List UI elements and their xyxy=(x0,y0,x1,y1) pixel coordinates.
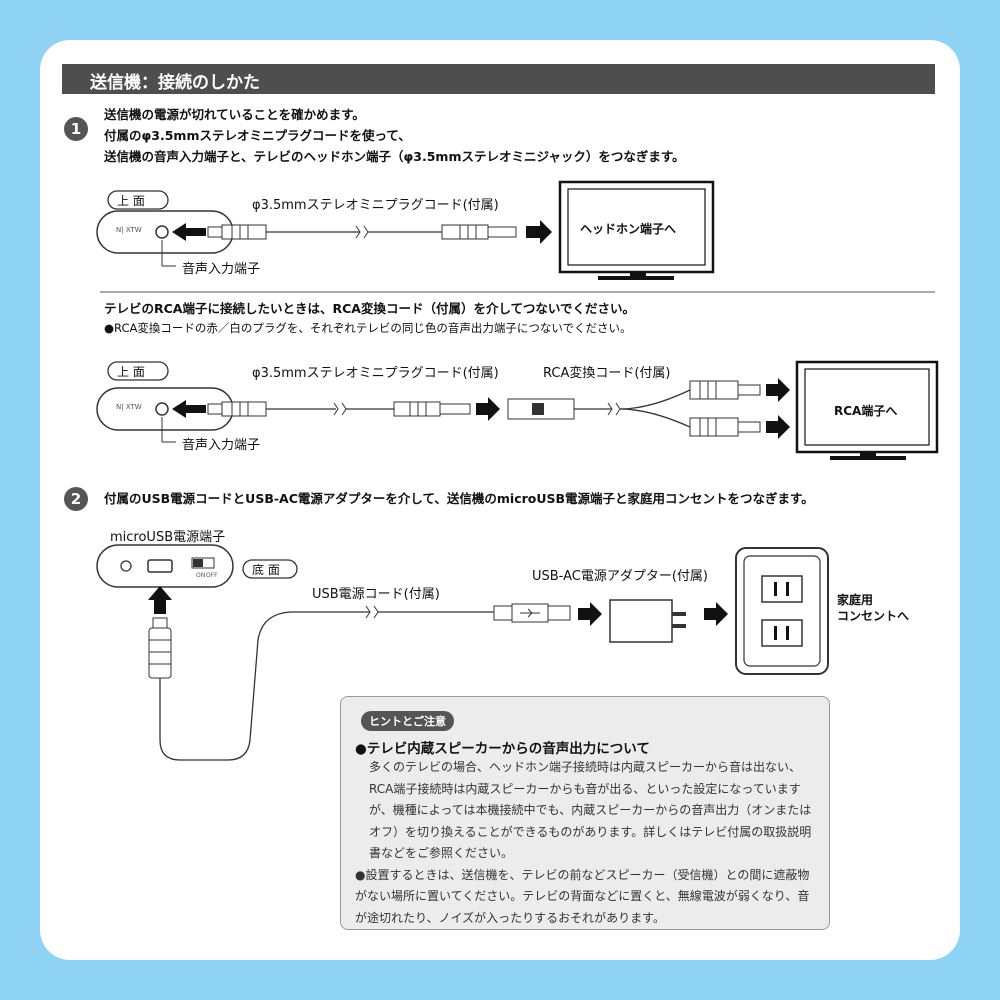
hint-paragraph-2: ●設置するときは、送信機を、テレビの前などスピーカー（受信機）との間に遮蔽物がな… xyxy=(355,867,810,925)
top-face-tag xyxy=(107,190,169,210)
right-arrow-icon-2 xyxy=(476,397,500,421)
audio-input-jack xyxy=(155,225,169,239)
left-arrow-icon xyxy=(172,223,206,241)
microusb-port xyxy=(147,559,173,573)
left-arrow-icon-2 xyxy=(172,400,206,418)
bottom-face-tag xyxy=(242,559,298,579)
switch-off-label: OFF xyxy=(206,572,218,579)
outlet-label-line-1: 家庭用 xyxy=(837,593,874,607)
rca-plug-white xyxy=(689,380,739,400)
cable-label: φ3.5mmステレオミニプラグコード(付属) xyxy=(252,198,499,213)
rca-heading: テレビのRCA端子に接続したいときは、RCA変換コード（付属）を介してつないでく… xyxy=(104,301,635,316)
right-arrow-icon-5 xyxy=(578,602,602,626)
step-2-badge: 2 xyxy=(64,487,88,511)
microusb-label: microUSB電源端子 xyxy=(110,530,226,545)
top-face-label-2: 上 面 xyxy=(117,365,145,379)
top-face-tag-2 xyxy=(107,361,169,381)
step-1-line-2: 付属のφ3.5mmステレオミニプラグコードを使って、 xyxy=(104,128,411,143)
outlet-label: 家庭用 コンセントへ xyxy=(837,592,909,624)
device-mark: N| XTW xyxy=(116,226,142,234)
adapter-label: USB-AC電源アダプター(付属) xyxy=(532,569,708,584)
usb-ac-adapter xyxy=(609,599,673,643)
cable-label-2: φ3.5mmステレオミニプラグコード(付属) xyxy=(252,366,499,381)
right-arrow-icon-4 xyxy=(766,415,790,439)
rca-plug-red xyxy=(689,417,739,437)
bottom-face-label: 底 面 xyxy=(252,563,280,577)
section-header: 送信機：接続のしかた xyxy=(62,64,935,94)
headphone-terminal-label: ヘッドホン端子へ xyxy=(580,222,677,236)
outlet-label-line-2: コンセントへ xyxy=(837,609,910,623)
usb-cable-label: USB電源コード(付属) xyxy=(312,587,440,602)
audio-input-label-2: 音声入力端子 xyxy=(182,438,261,453)
step-2-text: 付属のUSB電源コードとUSB-AC電源アダプターを介して、送信機のmicroU… xyxy=(104,491,814,506)
rca-terminal-label: RCA端子へ xyxy=(834,404,898,418)
up-arrow-icon xyxy=(148,586,172,614)
audio-input-label: 音声入力端子 xyxy=(182,262,261,277)
step-1-badge: 1 xyxy=(64,117,88,141)
hint-heading: ●テレビ内蔵スピーカーからの音声出力について xyxy=(355,741,650,757)
micro-usb-plug xyxy=(148,627,172,679)
hint-body: 多くのテレビの場合、ヘッドホン端子接続時は内蔵スピーカーから音は出ない、RCA端… xyxy=(355,757,817,929)
hint-tag: ヒントとご注意 xyxy=(361,711,454,731)
device-mark-2: N| XTW xyxy=(116,403,142,411)
step-1-text: 送信機の電源が切れていることを確かめます。 付属のφ3.5mmステレオミニプラグ… xyxy=(104,104,685,167)
step-1-line-3: 送信機の音声入力端子と、テレビのヘッドホン端子（φ3.5mmステレオミニジャック… xyxy=(104,149,685,164)
right-arrow-icon-3 xyxy=(766,378,790,402)
section-title: 送信機：接続のしかた xyxy=(90,73,260,93)
mini-plug-right xyxy=(441,224,489,240)
rca-cable-label: RCA変換コード(付属) xyxy=(543,366,671,381)
rca-note: ●RCA変換コードの赤／白のプラグを、それぞれテレビの同じ色の音声出力端子につな… xyxy=(104,321,632,335)
hint-paragraph-1: 多くのテレビの場合、ヘッドホン端子接続時は内蔵スピーカーから音は出ない、RCA端… xyxy=(369,760,812,860)
right-arrow-icon xyxy=(526,220,552,244)
right-arrow-icon-6 xyxy=(704,602,728,626)
switch-on-label: ON xyxy=(196,572,206,579)
hint-box: ヒントとご注意 ●テレビ内蔵スピーカーからの音声出力について 多くのテレビの場合… xyxy=(340,696,830,930)
outlet-socket-upper xyxy=(761,575,803,603)
outlet-socket-lower xyxy=(761,619,803,647)
mini-plug-left xyxy=(221,224,267,240)
top-face-label: 上 面 xyxy=(117,194,145,208)
step-1-line-1: 送信機の電源が切れていることを確かめます。 xyxy=(104,107,365,122)
